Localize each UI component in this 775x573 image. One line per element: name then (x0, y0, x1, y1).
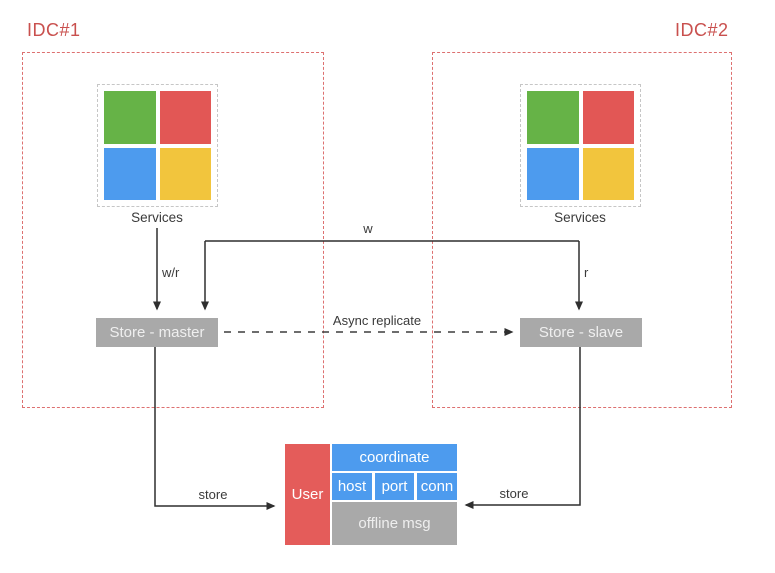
idc2-title: IDC#2 (675, 20, 729, 40)
services-icon (97, 84, 218, 207)
edge-label-w: w (363, 221, 373, 236)
edge-label-r: r (584, 265, 589, 280)
store-slave-box: Store - slave (520, 318, 642, 347)
tile-blue-icon (104, 147, 156, 200)
idc2-services-label: Services (554, 210, 606, 225)
tile-red-icon (159, 91, 211, 144)
tile-green-icon (527, 91, 579, 144)
user-box: User (285, 444, 330, 545)
offline-msg-box: offline msg (332, 502, 457, 545)
tile-green-icon (104, 91, 156, 144)
edge-label-store-left: store (198, 487, 228, 502)
coordinate-box: coordinate (332, 444, 457, 471)
services-icon (520, 84, 641, 207)
tile-red-icon (582, 91, 634, 144)
idc1-services-label: Services (131, 210, 183, 225)
edge-label-wr: w/r (162, 265, 180, 280)
store-master-box: Store - master (96, 318, 218, 347)
tile-yellow-icon (582, 147, 634, 200)
conn-box: conn (417, 473, 457, 500)
idc1-title: IDC#1 (27, 20, 81, 40)
host-box: host (332, 473, 372, 500)
port-box: port (375, 473, 414, 500)
idc2-region (432, 52, 732, 408)
edge-label-store-right: store (499, 486, 529, 501)
tile-blue-icon (527, 147, 579, 200)
edge-label-async-replicate: Async replicate (332, 313, 422, 328)
tile-yellow-icon (159, 147, 211, 200)
